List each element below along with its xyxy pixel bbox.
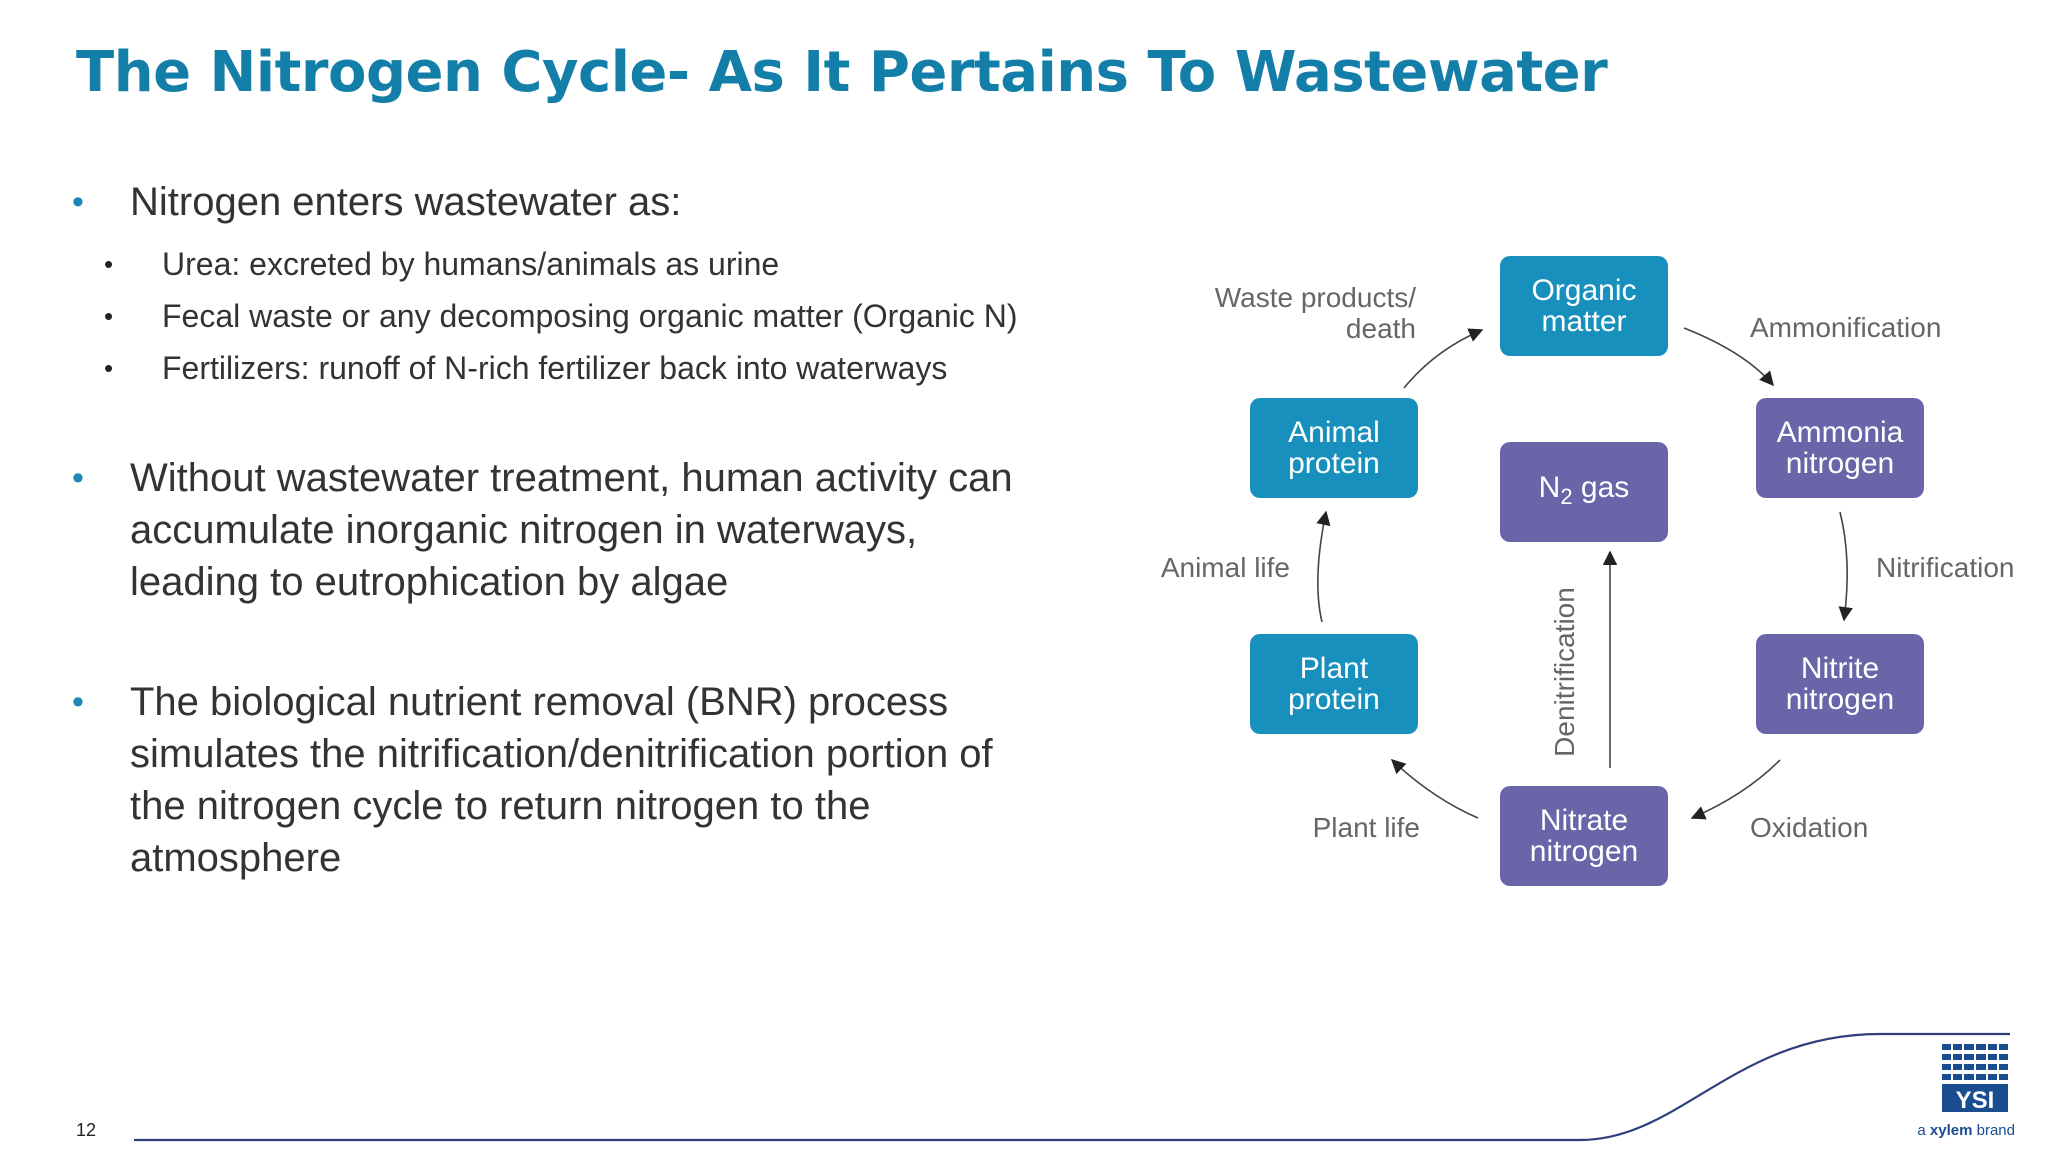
label-oxidation: Oxidation: [1750, 812, 1869, 843]
bullet-text: Fecal waste or any decomposing organic m…: [162, 298, 1018, 334]
node-line: protein: [1288, 447, 1380, 480]
page-number: 12: [76, 1120, 97, 1140]
sub-bullet-item: • Fecal waste or any decomposing organic…: [104, 296, 1134, 336]
arrow-plant-life: [1390, 759, 1479, 819]
arrow-ammonification: [1683, 327, 1774, 387]
bullet-text: Urea: excreted by humans/animals as urin…: [162, 246, 780, 282]
bullet-line: Without wastewater treatment, human acti…: [130, 456, 1013, 500]
node-line: Animal: [1288, 416, 1380, 449]
n2-subscript: 2: [1560, 484, 1573, 509]
bullet-marker: •: [104, 249, 114, 279]
n2-symbol: N: [1538, 471, 1561, 504]
label-plant-life: Plant life: [1312, 812, 1420, 843]
node-line: Ammonia: [1776, 416, 1904, 449]
node-line: nitrogen: [1785, 447, 1895, 480]
bullet-item: • Without wastewater treatment, human ac…: [72, 452, 1132, 608]
slide-title: The Nitrogen Cycle- As It Pertains To Wa…: [76, 40, 1608, 105]
bullet-marker: •: [72, 459, 84, 497]
bullet-line: simulates the nitrification/denitrificat…: [130, 732, 993, 776]
node-line: Organic: [1531, 274, 1637, 307]
sub-bullet-item: • Fertilizers: runoff of N-rich fertiliz…: [104, 348, 1134, 388]
node-line: Nitrate: [1539, 804, 1629, 837]
node-line: Plant: [1299, 652, 1369, 685]
arrow-animal-life: [1316, 510, 1331, 623]
tagline-brand-name: xylem: [1929, 1122, 1973, 1139]
bullet-marker: •: [72, 683, 84, 721]
bullet-text: Fertilizers: runoff of N-rich fertilizer…: [162, 350, 948, 386]
bullet-line: atmosphere: [130, 836, 342, 880]
arrow-waste: [1403, 328, 1484, 389]
ysi-logo-icon: YSI: [1940, 1042, 2010, 1114]
label-line: death: [1345, 313, 1416, 344]
node-line: matter: [1541, 305, 1627, 338]
logo-text: YSI: [1956, 1087, 1995, 1114]
brand-tagline: a xylem brand: [1905, 1122, 2015, 1139]
n2-gas-text: gas: [1572, 471, 1630, 504]
footer-line: [134, 1032, 2010, 1142]
arrow-nitrification: [1838, 511, 1853, 622]
bullet-line: leading to eutrophication by algae: [130, 560, 729, 604]
node-line: nitrogen: [1785, 683, 1895, 716]
bullet-marker: •: [72, 183, 84, 221]
label-nitrification: Nitrification: [1876, 552, 2015, 583]
tagline-prefix: a: [1917, 1122, 1930, 1139]
label-ammonification: Ammonification: [1750, 312, 1942, 343]
node-line: Nitrite: [1800, 652, 1880, 685]
bullet-marker: •: [104, 301, 114, 331]
bullet-list: • Nitrogen enters wastewater as: • Urea:…: [0, 0, 1130, 900]
sub-bullet-item: • Urea: excreted by humans/animals as ur…: [104, 244, 1134, 284]
node-n2-gas: N2 gas: [1500, 442, 1668, 542]
label-waste-products: Waste products/death: [1150, 282, 1416, 344]
bullet-item: • Nitrogen enters wastewater as:: [72, 176, 1132, 228]
node-line: nitrogen: [1529, 835, 1639, 868]
label-line: Waste products/: [1214, 282, 1416, 313]
bullet-line: the nitrogen cycle to return nitrogen to…: [130, 784, 871, 828]
label-animal-life: Animal life: [1160, 552, 1290, 583]
node-line: protein: [1288, 683, 1380, 716]
bullet-item: • The biological nutrient removal (BNR) …: [72, 676, 1132, 884]
tagline-suffix: brand: [1972, 1122, 2015, 1139]
arrow-oxidation: [1690, 759, 1781, 820]
bullet-line: accumulate inorganic nitrogen in waterwa…: [130, 508, 918, 552]
bullet-line: The biological nutrient removal (BNR) pr…: [130, 680, 949, 724]
bullet-text: Nitrogen enters wastewater as:: [130, 180, 682, 224]
bullet-marker: •: [104, 353, 114, 383]
